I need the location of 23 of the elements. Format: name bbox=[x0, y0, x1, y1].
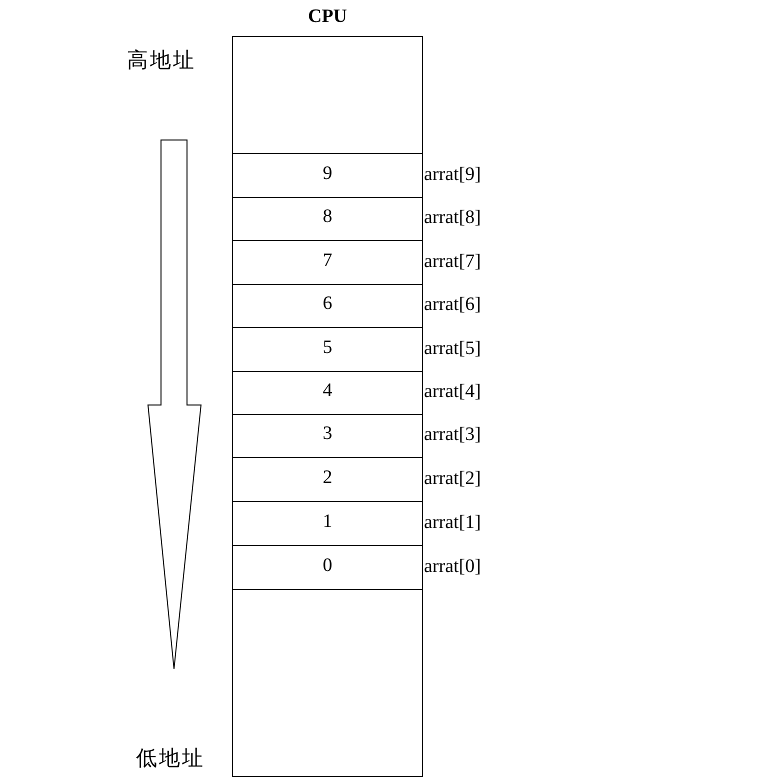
index-label: arrat[2] bbox=[424, 467, 481, 490]
cell-value: 8 bbox=[322, 206, 332, 228]
cell-value: 9 bbox=[322, 162, 332, 185]
cell-value: 6 bbox=[322, 293, 332, 316]
index-label: arrat[4] bbox=[424, 380, 481, 403]
cell-value: 4 bbox=[322, 380, 332, 402]
index-label: arrat[8] bbox=[424, 206, 481, 229]
index-label: arrat[1] bbox=[424, 511, 481, 534]
cell-value: 1 bbox=[322, 510, 332, 533]
cell-value: 3 bbox=[322, 423, 332, 446]
cell-value: 0 bbox=[322, 554, 332, 577]
cell-value: 2 bbox=[322, 466, 332, 489]
cell-value: 5 bbox=[322, 336, 332, 359]
column-heading: CPU bbox=[308, 6, 348, 28]
index-label: arrat[7] bbox=[424, 250, 481, 272]
address-label: 高地址 bbox=[127, 48, 196, 72]
address-label: 低地址 bbox=[136, 746, 205, 770]
index-label: arrat[0] bbox=[424, 555, 481, 578]
cell-value: 7 bbox=[322, 250, 332, 272]
index-label: arrat[6] bbox=[424, 294, 481, 316]
index-label: arrat[3] bbox=[424, 424, 481, 446]
index-label: arrat[5] bbox=[424, 337, 481, 360]
index-label: arrat[9] bbox=[424, 163, 481, 186]
